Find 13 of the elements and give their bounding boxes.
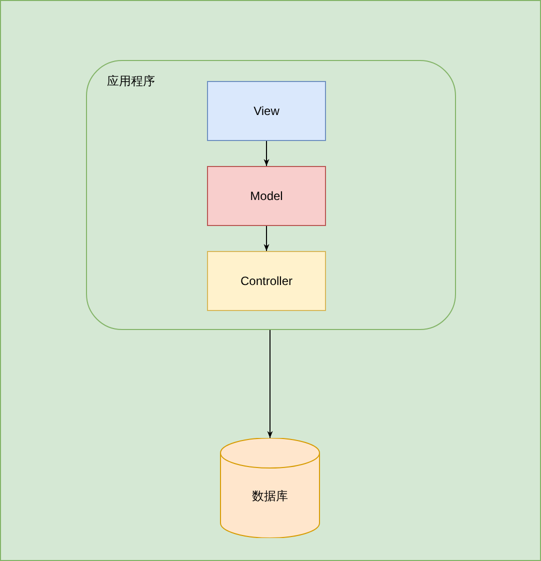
arrow <box>267 330 273 438</box>
node-label: 数据库 <box>252 488 288 504</box>
process-box <box>207 166 326 226</box>
node-label: Model <box>250 189 283 203</box>
node-label: Controller <box>240 274 293 288</box>
arrow <box>264 226 270 252</box>
container-title: 应用程序 <box>107 73 155 90</box>
node-label: View <box>254 104 280 118</box>
database-cylinder <box>220 438 320 538</box>
process-box <box>207 81 326 141</box>
process-box <box>207 251 326 311</box>
arrow <box>264 140 270 166</box>
container-box <box>86 60 456 330</box>
